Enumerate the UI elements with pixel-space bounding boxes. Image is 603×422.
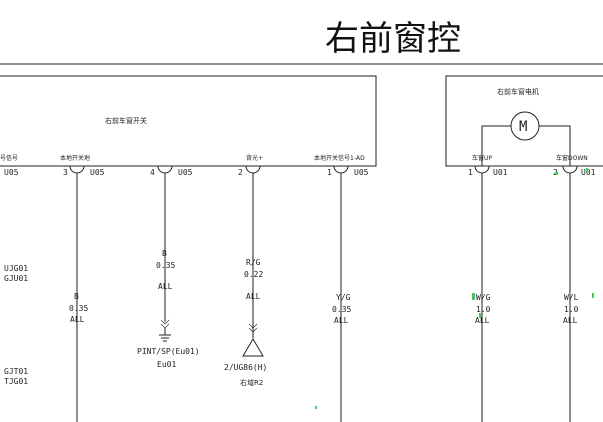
wire-color: Y/G (336, 293, 351, 302)
switch-pin-1: 本地开关信号1-AD 1 U05 Y/G 0.35 ALL (314, 154, 369, 422)
green-highlight-marks (315, 168, 594, 409)
motor-lead-right (539, 125, 571, 166)
wire-option: ALL (334, 316, 349, 325)
pin-label: 车窗UP (472, 154, 492, 162)
switch-pin-4: 4 U05 B 0.35 ALL PINT/SP(Eu01) Eu01 (137, 165, 200, 369)
wire-option: ALL (475, 316, 490, 325)
left-partial-label: 号信号 (0, 154, 18, 162)
page-title: 右前窗控 (325, 19, 461, 59)
left-ref-top-2: GJU01 (4, 274, 28, 283)
connector-ref-zone: 右域R2 (240, 378, 263, 387)
wire-size: 0.22 (244, 270, 263, 279)
wire-color: R/G (246, 258, 261, 267)
pin-code: U01 (581, 168, 596, 177)
pin-number: 4 (150, 168, 155, 177)
motor-symbol: M (519, 119, 527, 135)
connector-ref: 2/UG86(H) (224, 363, 267, 372)
pin-code: U05 (178, 168, 193, 177)
wire-size: 0.35 (332, 305, 351, 314)
wire-option: ALL (246, 292, 261, 301)
wire-size: 1.0 (564, 305, 579, 314)
pin-socket (333, 165, 349, 174)
pin-number: 2 (238, 168, 243, 177)
wire-size: 1.0 (476, 305, 491, 314)
wire-option: ALL (70, 315, 85, 324)
pin-label: 背光+ (246, 154, 263, 162)
motor-pin-2: 车窗DOWN 2 U01 W/L 1.0 ALL (553, 154, 596, 422)
pin-socket (69, 165, 85, 174)
pin-code: U05 (90, 168, 105, 177)
motor-box (445, 75, 603, 167)
pin-code: U01 (493, 168, 508, 177)
wire-color: W/L (564, 293, 579, 302)
connector-triangle-icon (242, 338, 264, 357)
motor-name: 右前车窗电机 (497, 87, 539, 96)
pin-code: U05 (354, 168, 369, 177)
motor-lead-left (481, 125, 511, 166)
pin-number: 1 (327, 168, 332, 177)
wire-option: ALL (563, 316, 578, 325)
left-ref-bottom-1: GJT01 (4, 367, 28, 376)
pin-number: 1 (468, 168, 473, 177)
left-ref-bottom-2: TJG01 (4, 377, 28, 386)
motor-pin-1: 车窗UP 1 U01 W/G 1.0 ALL (468, 154, 508, 422)
pin-label: 本地开关信号1-AD (314, 154, 365, 162)
switch-name: 右前车窗开关 (105, 116, 147, 125)
pin-socket (157, 165, 173, 174)
switch-pin-2: 背光+ 2 R/G 0.22 ALL 2/UG86(H) 右域R2 (224, 154, 267, 387)
wire-color: B (74, 292, 79, 301)
pin-socket (474, 165, 490, 174)
splice-symbol (248, 323, 258, 333)
ground-code: Eu01 (157, 360, 176, 369)
wire-size: 0.35 (156, 261, 175, 270)
pin-label: 本地开关地 (60, 154, 90, 162)
pin-socket (245, 165, 261, 174)
ground-ref: PINT/SP(Eu01) (137, 347, 200, 356)
wire-option: ALL (158, 282, 173, 291)
left-partial-code: U05 (4, 168, 19, 177)
wire-color: B (162, 249, 167, 258)
pin-socket (562, 165, 578, 174)
wire-color: W/G (476, 293, 491, 302)
left-ref-top-1: UJG01 (4, 264, 28, 273)
wire-size: 0.35 (69, 304, 88, 313)
switch-pin-3: 本地开关地 3 U05 B 0.35 ALL (60, 154, 105, 422)
pin-label: 车窗DOWN (556, 154, 588, 162)
switch-box (0, 75, 377, 167)
pin-number: 3 (63, 168, 68, 177)
